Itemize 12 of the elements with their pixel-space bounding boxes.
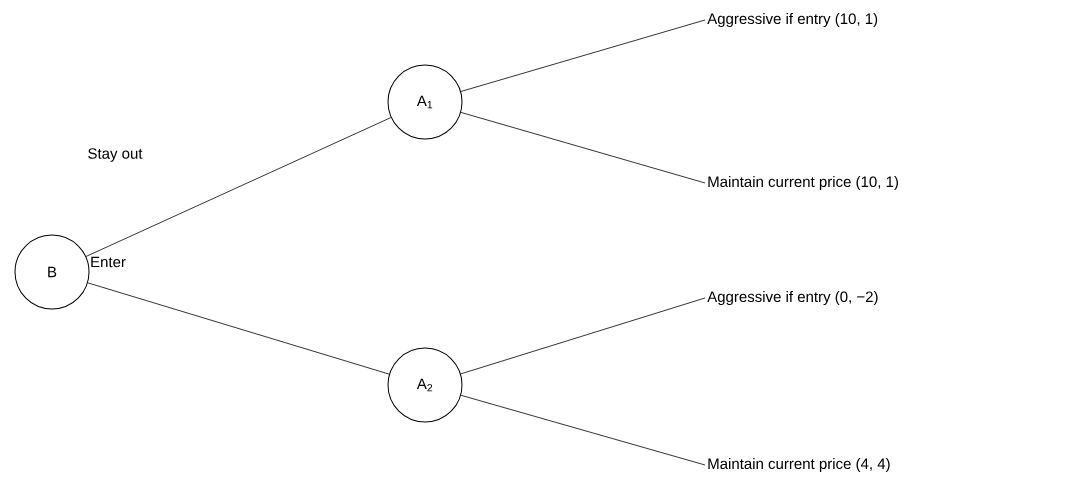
branch-line <box>460 394 706 466</box>
payoff-label: Aggressive if entry (0, −2) <box>707 291 878 305</box>
payoff-label: Maintain current price (4, 4) <box>708 458 890 472</box>
payoff-label: Aggressive if entry (10, 1) <box>707 13 878 27</box>
payoff-label: Maintain current price (10, 1) <box>708 176 898 190</box>
branch-line <box>87 282 390 375</box>
edge-label: Enter <box>91 256 126 268</box>
branch-line <box>460 112 706 184</box>
branch-line <box>460 19 706 92</box>
branch-line <box>85 117 392 257</box>
branch-line <box>460 297 706 375</box>
edge-label: Stay out <box>88 148 143 162</box>
